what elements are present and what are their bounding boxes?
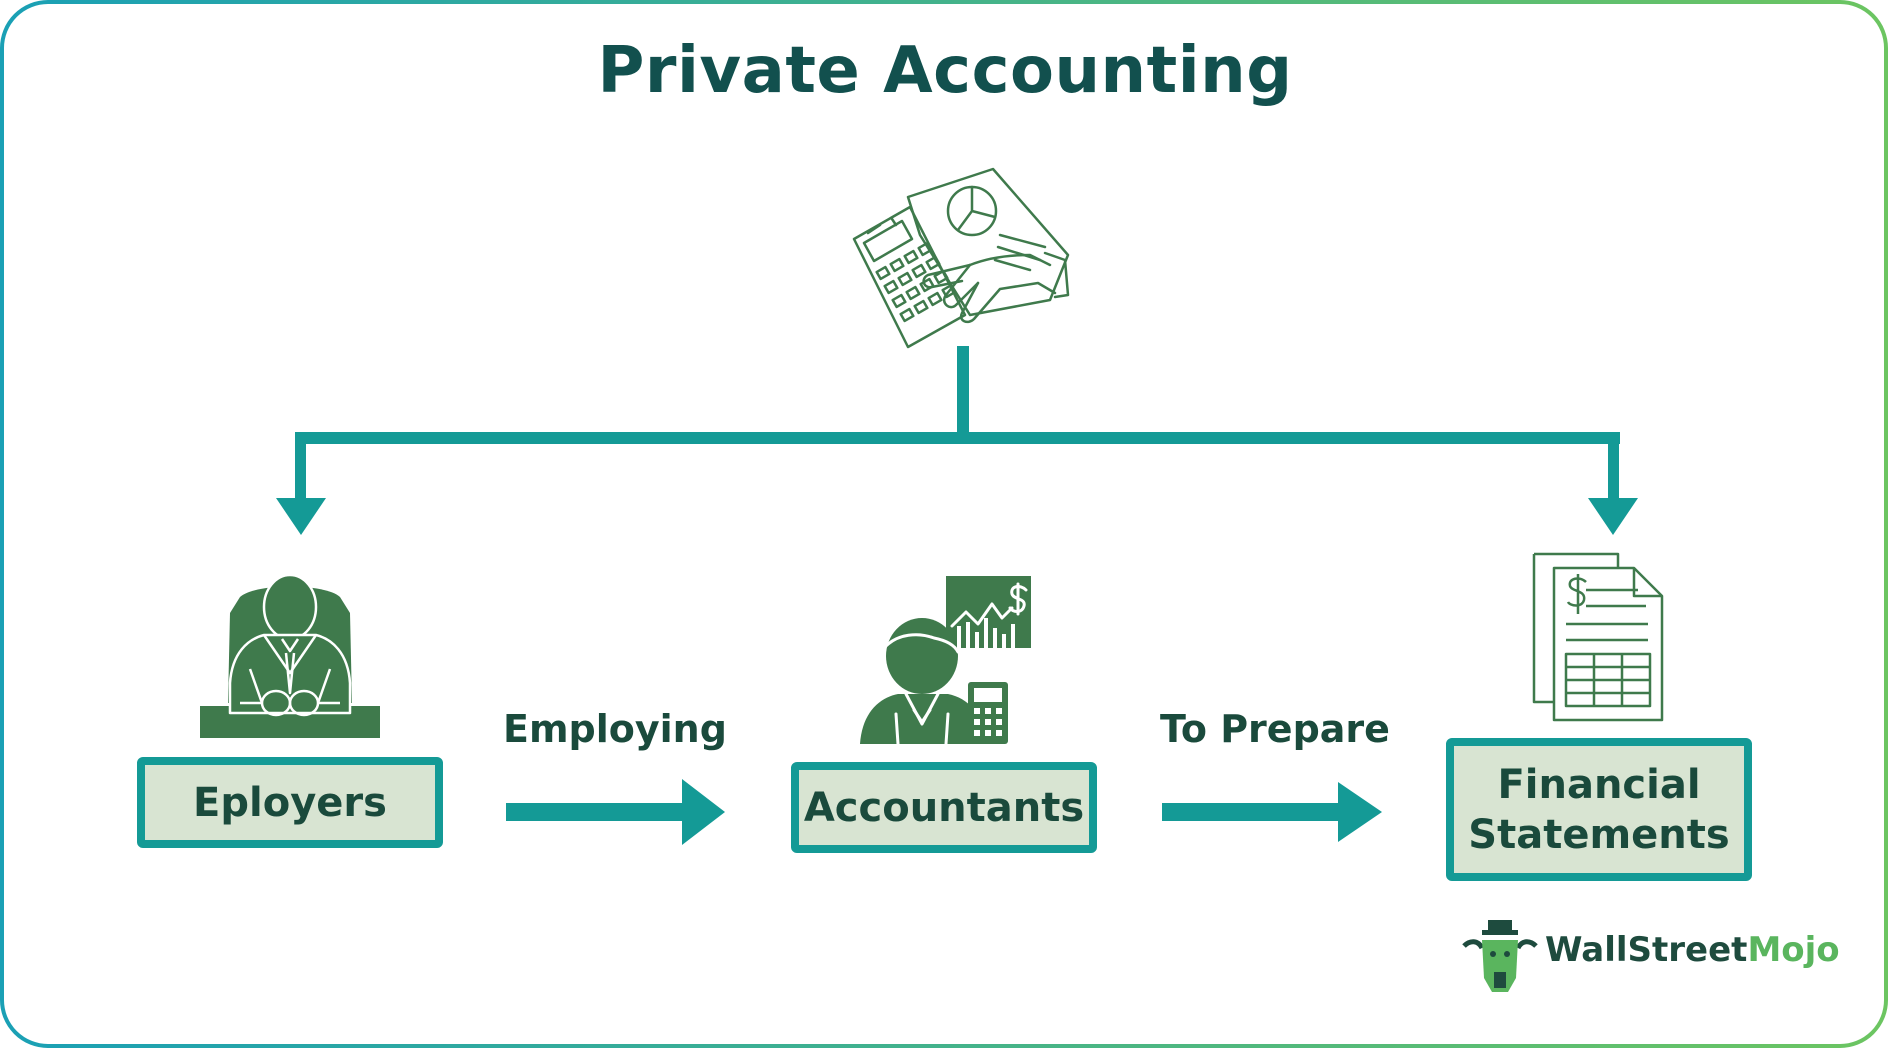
page-title: Private Accounting: [597, 34, 1293, 108]
stem-line: [957, 346, 969, 439]
brand-part2: Mojo: [1747, 930, 1840, 970]
right-arrowhead: [1588, 498, 1638, 535]
right-drop-line: [1608, 432, 1619, 502]
left-arrowhead: [276, 498, 326, 535]
node-accountants: Accountants: [791, 762, 1097, 853]
businessman-at-desk-icon: [200, 573, 380, 738]
node-employers: Eployers: [137, 757, 443, 848]
calculator-hand-document-icon: [852, 167, 1070, 349]
accountant-with-chart-calculator-icon: [860, 576, 1031, 744]
node-accountants-label: Accountants: [803, 784, 1085, 831]
brand-part1: WallStreet: [1545, 930, 1748, 970]
branch-line: [295, 432, 1620, 444]
node-financial-label-line2: Statements: [1468, 811, 1730, 858]
arrow-employing-shaft: [506, 803, 686, 821]
arrow-employing-head: [682, 779, 725, 845]
node-financial-statements: Financial Statements: [1446, 738, 1752, 881]
financial-statement-document-icon: [1532, 552, 1664, 722]
arrow-prepare-head: [1338, 782, 1382, 842]
bull-mascot-logo-icon: [1462, 920, 1538, 992]
edge-label-employing: Employing: [503, 707, 727, 751]
node-employers-label: Eployers: [193, 779, 387, 826]
node-financial-label-line1: Financial: [1497, 761, 1701, 808]
edge-label-to-prepare: To Prepare: [1160, 707, 1390, 751]
brand-wordmark: WallStreetMojo: [1545, 930, 1840, 970]
left-drop-line: [295, 432, 306, 502]
arrow-prepare-shaft: [1162, 803, 1342, 821]
